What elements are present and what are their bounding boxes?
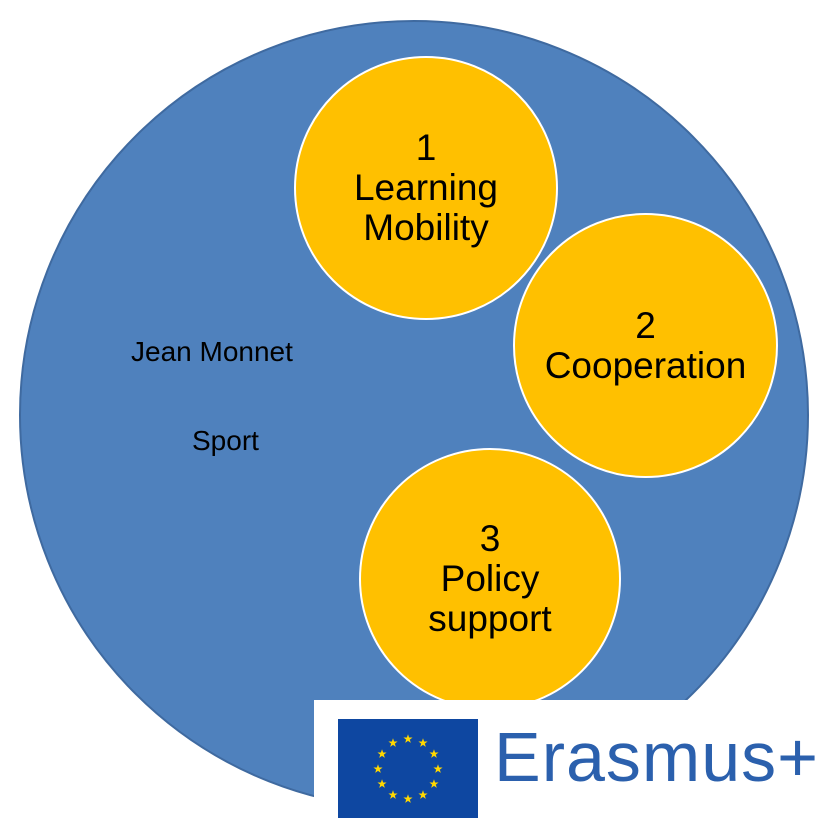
eu-flag-star (388, 738, 398, 747)
eu-flag-star (429, 749, 439, 758)
eu-flag-star (403, 734, 413, 743)
eu-flag-star (429, 779, 439, 788)
pillar-1-number: 1 (415, 127, 437, 169)
eu-flag-star (388, 790, 398, 799)
eu-flag-star (377, 779, 387, 788)
pillar-3-line2: support (428, 597, 552, 639)
pillar-1-line2: Mobility (363, 206, 489, 248)
eu-flag-star (377, 749, 387, 758)
eu-flag-star (433, 764, 443, 773)
pillar-3-number: 3 (479, 518, 501, 560)
pillar-2-circle: 2 Cooperation (513, 213, 778, 478)
eu-flag-icon (338, 719, 478, 818)
pillar-2-number: 2 (635, 304, 656, 346)
eu-flag-star (418, 738, 428, 747)
pillar-3-circle: 3 Policy support (359, 448, 621, 710)
jean-monnet-label: Jean Monnet (131, 336, 293, 367)
pillar-1-circle: 1 Learning Mobility (294, 56, 558, 320)
pillar-2-line1: Cooperation (544, 344, 747, 386)
sport-label: Sport (192, 425, 259, 456)
eu-flag-star (418, 790, 428, 799)
eu-flag-star (373, 764, 383, 773)
eu-flag-star (403, 794, 413, 803)
erasmus-plus-logo-text: Erasmus+ (494, 718, 820, 796)
pillar-3-line1: Policy (440, 558, 540, 600)
pillar-1-line1: Learning (353, 167, 498, 209)
